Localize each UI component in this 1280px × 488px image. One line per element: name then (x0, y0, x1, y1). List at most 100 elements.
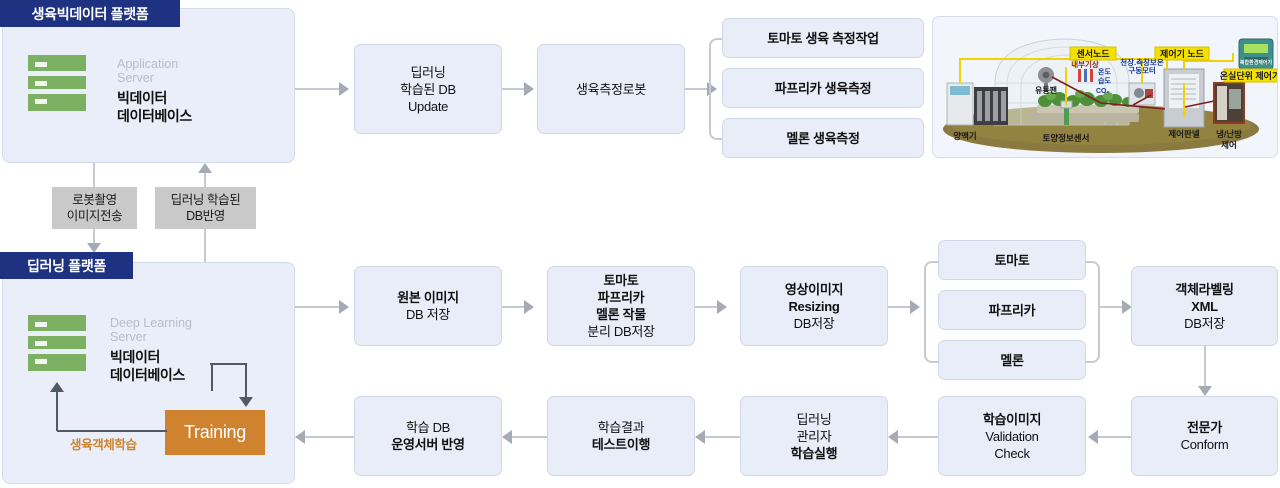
arrow-operation-to-panel (295, 430, 305, 444)
application-server-sublabel: Application Server (117, 57, 179, 85)
svg-text:온도: 온도 (1098, 67, 1111, 76)
bracket-mid-split-right (1086, 261, 1100, 363)
node-line: Validation (985, 428, 1039, 444)
node-line: 학습된 DB (400, 81, 456, 97)
node-line: DB저장 (793, 315, 835, 331)
deeplearning-server-sublabel: Deep Learning Server (110, 316, 193, 344)
arrow-db-to-training (239, 397, 253, 407)
connector-labeling-to-expert (1204, 346, 1206, 388)
node-object-labeling-xml-db[interactable]: 객체라벨링 XML DB저장 (1131, 266, 1278, 346)
svg-text:센서노드: 센서노드 (1076, 48, 1110, 59)
connector-dlupdate-to-robot (502, 88, 524, 90)
server-led (35, 341, 47, 346)
node-tomato-growth-measurement-task[interactable]: 토마토 생육 측정작업 (722, 18, 924, 58)
svg-text:토양정보센서: 토양정보센서 (1043, 133, 1090, 143)
arrow-training-to-db (50, 382, 64, 392)
tag-line-2: DB반영 (186, 209, 225, 223)
node-line: DB저장 (1184, 315, 1225, 331)
node-melon-growth-measurement[interactable]: 멜론 생육측정 (722, 118, 924, 158)
node-line: 학습 DB (405, 420, 451, 435)
connector-robot-to-split (685, 88, 707, 90)
node-line: XML (1191, 298, 1218, 314)
panel-title-growth-bigdata-platform: 생육빅데이터 플랫폼 (0, 0, 180, 27)
svg-text:복합환경제어기: 복합환경제어기 (1240, 59, 1273, 66)
connector-crop-to-resizing (695, 306, 717, 308)
node-crop-separate-db-save[interactable]: 토마토 파프리카 멜론 작물 분리 DB저장 (547, 266, 695, 346)
arrow-bottom-to-top (198, 163, 212, 173)
connector-original-to-crop-split (502, 306, 524, 308)
arrow-dlupdate-to-robot (524, 82, 534, 96)
node-image-resizing-db-save[interactable]: 영상이미지 Resizing DB저장 (740, 266, 888, 346)
arrow-original-to-crop-split (524, 300, 534, 314)
node-line: 영상이미지 (784, 281, 844, 297)
server-band-gap (28, 71, 86, 76)
node-training[interactable]: Training (165, 410, 265, 455)
connector-testrun-to-operation (512, 436, 547, 438)
svg-text:천장.측창보온: 천장.측창보온 (1120, 57, 1164, 67)
node-paprika-growth-measurement[interactable]: 파프리카 생육측정 (722, 68, 924, 108)
server-led (35, 359, 47, 364)
svg-text:구동모터: 구동모터 (1128, 65, 1156, 75)
deeplearning-server-label: 빅데이터 데이터베이스 (110, 349, 185, 383)
arrow-manager-to-testrun (695, 430, 705, 444)
node-line: 토마토 (603, 273, 639, 288)
application-server-label: 빅데이터 데이터베이스 (117, 90, 192, 124)
svg-text:제어기 노드: 제어기 노드 (1160, 48, 1205, 59)
greenhouse-illustration: 센서노드 제어기 노드 온실단위 제어기 내부기상 온도 습도 CO₂ 천장.측… (933, 17, 1277, 157)
server-band-gap (28, 331, 86, 336)
node-line: 원본 이미지 (397, 290, 459, 305)
panel-title-label: 생육빅데이터 플랫폼 (31, 5, 149, 22)
tag-line-1: 로봇촬영 (72, 193, 117, 207)
node-line: 파프리카 (597, 290, 645, 305)
node-training-image-validation-check[interactable]: 학습이미지 Validation Check (938, 396, 1086, 476)
greenhouse-system-image: 센서노드 제어기 노드 온실단위 제어기 내부기상 온도 습도 CO₂ 천장.측… (932, 16, 1278, 158)
svg-text:내부기상: 내부기상 (1071, 59, 1099, 69)
tag-deeplearning-db-reflect: 딥러닝 학습된 DB반영 (155, 187, 256, 229)
node-line: 테스트이행 (591, 437, 651, 452)
node-crop-paprika[interactable]: 파프리카 (938, 290, 1086, 330)
node-line: 학습실행 (790, 445, 838, 461)
svg-text:습도: 습도 (1098, 76, 1111, 85)
node-line: Check (994, 445, 1030, 461)
node-line: 전문가 (1187, 420, 1222, 435)
node-training-db-operation-server[interactable]: 학습 DB 운영서버 반영 (354, 396, 502, 476)
node-deeplearning-db-update[interactable]: 딥러닝 학습된 DB Update (354, 44, 502, 134)
deeplearning-server-icon (28, 315, 86, 371)
connector-expert-to-validation (1098, 436, 1131, 438)
svg-text:냉/난방: 냉/난방 (1216, 129, 1242, 139)
node-line: Conform (1180, 437, 1229, 452)
node-line: 관리자 (796, 428, 832, 444)
arrow-validation-to-manager (888, 430, 898, 444)
server-led (35, 322, 47, 327)
connector-validation-to-manager (898, 436, 938, 438)
node-line: 객체라벨링 (1175, 281, 1234, 297)
node-line: 분리 DB저장 (587, 324, 655, 339)
arrow-top-to-bottom (87, 243, 101, 253)
label-growth-object-learning: 생육객체학습 (70, 438, 137, 452)
node-line: 딥러닝 (410, 64, 446, 80)
node-line: 토마토 생육 측정작업 (767, 30, 879, 46)
bracket-mid-split-left (924, 261, 938, 363)
node-crop-melon[interactable]: 멜론 (938, 340, 1086, 380)
connector-training-to-db (56, 392, 58, 431)
node-crop-tomato[interactable]: 토마토 (938, 240, 1086, 280)
application-server-icon (28, 55, 86, 111)
svg-text:양액기: 양액기 (953, 131, 976, 141)
node-training-result-test-run[interactable]: 학습결과 테스트이행 (547, 396, 695, 476)
node-original-image-db-save[interactable]: 원본 이미지 DB 저장 (354, 266, 502, 346)
node-line: 학습결과 (597, 420, 645, 435)
panel-title-deeplearning-platform: 딥러닝 플랫폼 (0, 252, 133, 279)
node-line: 운영서버 반영 (391, 437, 465, 452)
node-expert-conform[interactable]: 전문가 Conform (1131, 396, 1278, 476)
node-growth-measurement-robot[interactable]: 생육측정로봇 (537, 44, 685, 134)
connector-db-to-training-down (245, 363, 247, 397)
server-band-gap (28, 349, 86, 354)
node-line: 파프리카 생육측정 (774, 80, 872, 96)
connector-panel-to-original-image (295, 306, 339, 308)
node-line: 딥러닝 (796, 411, 832, 427)
connector-split-to-labeling (1100, 306, 1122, 308)
node-deeplearning-manager-run-training[interactable]: 딥러닝 관리자 학습실행 (740, 396, 888, 476)
tag-line-1: 딥러닝 학습된 (170, 193, 241, 207)
node-line: 생육측정로봇 (576, 81, 646, 97)
